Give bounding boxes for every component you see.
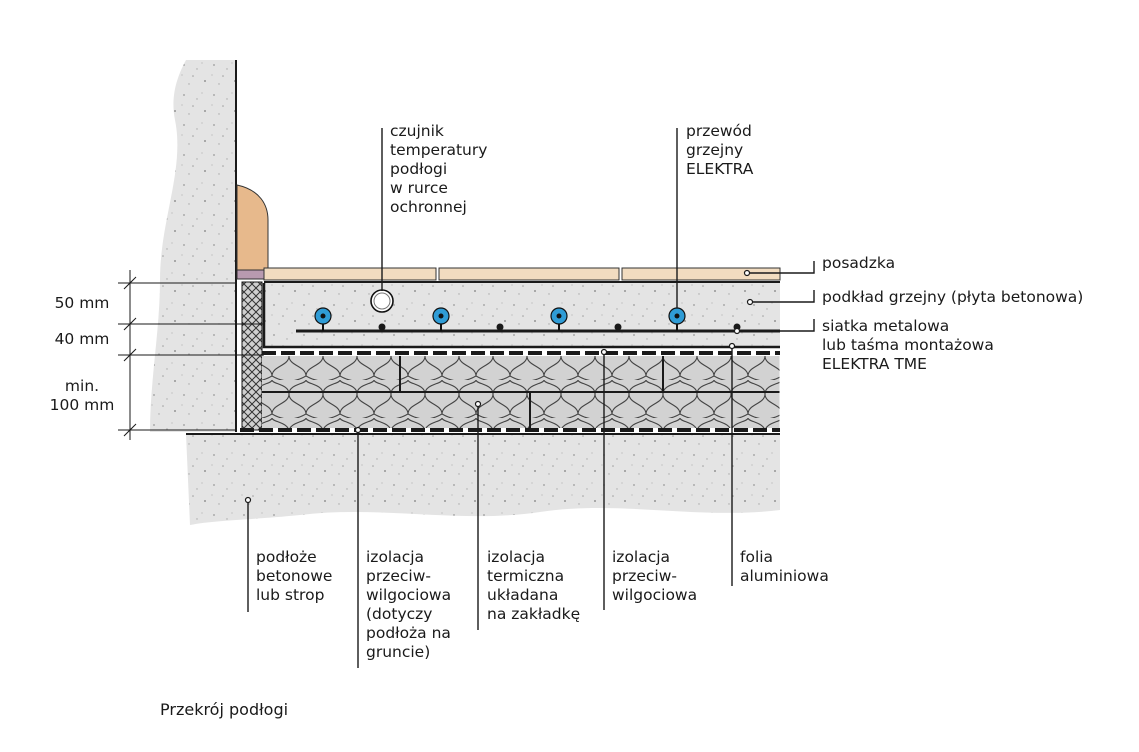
heated-screed bbox=[264, 283, 780, 347]
leader-lines bbox=[247, 128, 815, 668]
dimension-mesh-layer: 40 mm bbox=[54, 330, 110, 348]
sensor-tube bbox=[370, 289, 394, 313]
dimension-screed: 50 mm bbox=[54, 294, 110, 312]
label-mesh: siatka metalowa lub taśma montażowa ELEK… bbox=[822, 317, 994, 373]
heating-cable bbox=[550, 307, 568, 331]
wooden-skirting bbox=[236, 184, 269, 271]
flooring-plank bbox=[621, 267, 781, 281]
thermal-insulation bbox=[262, 356, 781, 428]
caption: Przekrój podłogi bbox=[160, 700, 289, 719]
edge-insulation-strip bbox=[241, 281, 263, 431]
concrete-wall bbox=[150, 60, 236, 432]
dimension-lines bbox=[118, 270, 264, 440]
label-heating-cable: przewód grzejny ELEKTRA bbox=[686, 122, 754, 178]
label-damp-insulation: izolacja przeciw- wilgociowa bbox=[612, 548, 698, 604]
heating-cable bbox=[432, 307, 450, 331]
label-damp-insulation-ground: izolacja przeciw- wilgociowa (dotyczy po… bbox=[366, 548, 452, 661]
flooring-plank bbox=[438, 267, 620, 281]
heating-cable bbox=[314, 307, 332, 331]
flooring-plank bbox=[263, 267, 437, 281]
label-sensor: czujnik temperatury podłogi w rurce ochr… bbox=[390, 122, 488, 216]
label-aluminium-foil: folia aluminiowa bbox=[740, 548, 829, 585]
label-concrete-base: podłoże betonowe lub strop bbox=[256, 548, 333, 604]
dimension-insulation: min. 100 mm bbox=[49, 377, 115, 414]
label-thermal-insulation: izolacja termiczna układana na zakładkę bbox=[487, 548, 581, 623]
label-flooring: posadzka bbox=[822, 254, 896, 272]
label-heated-screed: podkład grzejny (płyta betonowa) bbox=[822, 288, 1084, 306]
concrete-base bbox=[186, 434, 780, 525]
